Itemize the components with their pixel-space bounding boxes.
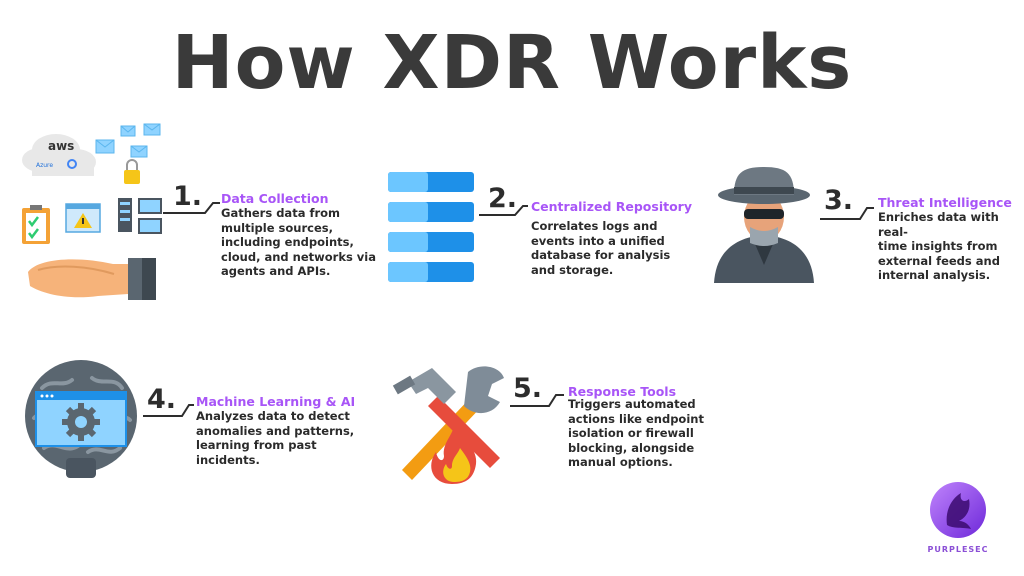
hand-icon (28, 258, 156, 300)
step-description: Triggers automated actions like endpoint… (568, 397, 704, 470)
database-illustration (388, 172, 474, 282)
clipboard-icon (22, 205, 50, 244)
step-description: Analyzes data to detect anomalies and pa… (196, 409, 354, 467)
server-icon (118, 198, 132, 232)
description-line: Correlates logs and (531, 219, 658, 233)
description-line: time insights from (878, 239, 998, 253)
warning-window-icon (65, 203, 101, 233)
step-number: 2. (488, 183, 518, 214)
step-heading: Data Collection (221, 191, 329, 206)
description-line: anomalies and patterns, (196, 423, 355, 438)
step-heading: Threat Intelligence (878, 195, 1012, 210)
azure-label: Azure (36, 162, 53, 169)
padlock-icon (124, 159, 140, 184)
description-line: and storage. (531, 262, 614, 277)
aws-label: aws (48, 139, 74, 153)
description-line: blocking, alongside (568, 440, 695, 455)
step-number: 1. (173, 181, 203, 212)
brand-name: PURPLESEC (927, 545, 989, 554)
cloud-icon: aws Azure (22, 134, 96, 176)
database-icon (388, 172, 474, 282)
step-number: 4. (147, 384, 177, 415)
step-heading: Machine Learning & AI (196, 394, 356, 409)
gear-icon (62, 403, 100, 441)
wrench-icon (402, 366, 504, 480)
description-line: Enriches data with real- (878, 210, 999, 239)
brand-logo: PURPLESEC (923, 481, 993, 554)
description-line: incidents. (196, 452, 260, 467)
description-line: database for analysis (531, 248, 671, 262)
hammer-icon (392, 368, 500, 468)
monitor-icon (138, 198, 162, 234)
fire-icon (431, 426, 477, 484)
description-line: external feeds and (878, 253, 1000, 268)
step-heading: Response Tools (568, 384, 677, 399)
step-number: 5. (513, 373, 543, 404)
description-line: events into a unified (531, 233, 665, 248)
description-line: cloud, and networks via (221, 249, 377, 264)
response-tools-illustration (392, 366, 504, 484)
step-heading: Centralized Repository (531, 199, 692, 214)
purplesec-logo-icon (930, 482, 986, 538)
description-line: internal analysis. (878, 268, 991, 282)
page-title: How XDR Works (171, 20, 853, 106)
description-line: Triggers automated (568, 397, 696, 411)
description-line: Gathers data from (221, 206, 341, 220)
step-description: Enriches data with real- time insights f… (878, 210, 1024, 283)
machine-learning-illustration (25, 360, 137, 478)
data-collection-illustration: aws Azure (22, 123, 162, 300)
description-line: manual options. (568, 455, 673, 469)
description-line: Analyzes data to detect (196, 409, 350, 423)
description-line: including endpoints, (221, 235, 354, 249)
description-line: isolation or firewall (568, 426, 694, 440)
step-description: Gathers data from multiple sources, incl… (221, 206, 376, 279)
description-line: agents and APIs. (221, 264, 331, 278)
threat-intelligence-illustration (714, 167, 814, 283)
step-description: Correlates logs and events into a unifie… (531, 219, 670, 277)
description-line: learning from past (196, 438, 317, 452)
step-number: 3. (824, 185, 854, 216)
description-line: actions like endpoint (568, 411, 704, 426)
envelope-icons (95, 123, 161, 158)
description-line: multiple sources, (221, 220, 333, 235)
spy-icon (714, 167, 814, 283)
